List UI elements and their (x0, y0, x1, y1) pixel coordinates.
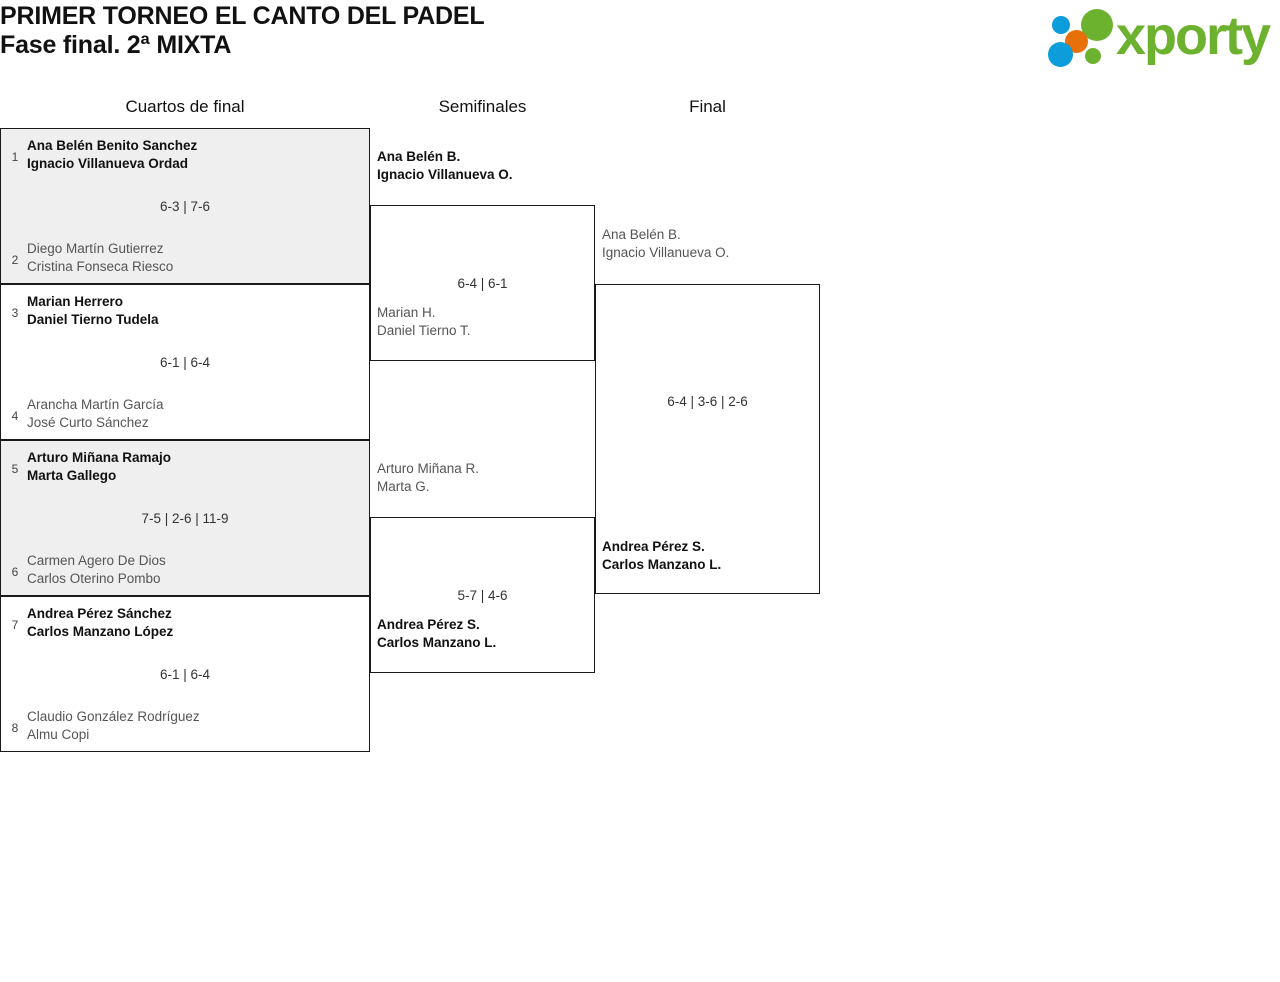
tournament-name: PRIMER TORNEO EL CANTO DEL PADEL (0, 2, 485, 30)
player-name-2: José Curto Sánchez (27, 415, 149, 430)
seed-number: 4 (11, 409, 19, 423)
match-box-quarterfinal-3[interactable]: 5 Arturo Miñana Ramajo Marta Gallego 7-5… (0, 440, 370, 596)
final-entrant-top[interactable]: Ana Belén B. Ignacio Villanueva O. (595, 226, 813, 262)
seed-number: 2 (11, 253, 19, 267)
logo-dot-blue-large (1048, 42, 1073, 67)
tournament-phase: Fase final. 2ª MIXTA (0, 31, 232, 59)
player-name-1: Diego Martín Gutierrez (27, 241, 164, 256)
seed-number: 7 (11, 618, 19, 632)
logo-dot-green-small (1085, 48, 1101, 64)
player-name-1: Andrea Pérez Sánchez (27, 606, 172, 621)
match-entrant-top[interactable]: 7 Andrea Pérez Sánchez Carlos Manzano Ló… (1, 605, 369, 645)
player-name-2: Daniel Tierno T. (377, 323, 471, 338)
player-name-1: Arancha Martín García (27, 397, 164, 412)
match-score: 5-7 | 4-6 (457, 588, 508, 603)
match-box-quarterfinal-4[interactable]: 7 Andrea Pérez Sánchez Carlos Manzano Ló… (0, 596, 370, 752)
player-name-2: Daniel Tierno Tudela (27, 312, 159, 327)
player-name-2: Ignacio Villanueva Ordad (27, 156, 189, 171)
player-name-1: Arturo Miñana Ramajo (27, 450, 172, 465)
player-name-1: Ana Belén Benito Sanchez (27, 138, 198, 153)
player-name-2: Almu Copi (27, 727, 90, 742)
player-name-2: Marta G. (377, 479, 430, 494)
player-name-1: Ana Belén B. (602, 227, 681, 242)
logo-dot-blue-top (1052, 16, 1070, 34)
match-entrant-top[interactable]: 3 Marian Herrero Daniel Tierno Tudela (1, 293, 369, 333)
player-name-2: Carlos Manzano L. (602, 557, 722, 572)
seed-number: 8 (11, 721, 19, 735)
player-name-2: Carlos Oterino Pombo (27, 571, 161, 586)
logo-wordmark: xporty (1116, 6, 1271, 66)
semifinal-2-entrant-top[interactable]: Arturo Miñana R. Marta G. (370, 460, 588, 496)
semifinal-1-entrant-bottom[interactable]: Marian H. Daniel Tierno T. (370, 304, 588, 340)
seed-number: 6 (11, 565, 19, 579)
round-header-final: Final (689, 97, 726, 116)
player-name-2: Carlos Manzano L. (377, 635, 497, 650)
match-box-semifinal-2[interactable]: 5-7 | 4-6 (370, 517, 595, 673)
seed-number: 3 (11, 306, 19, 320)
match-score: 6-4 | 6-1 (457, 276, 508, 291)
round-header-quarterfinals: Cuartos de final (125, 97, 245, 116)
player-name-1: Andrea Pérez S. (602, 539, 705, 554)
match-score: 6-3 | 7-6 (159, 199, 211, 214)
player-name-2: Ignacio Villanueva O. (377, 167, 513, 182)
match-score: 6-1 | 6-4 (159, 355, 211, 370)
player-name-1: Claudio González Rodríguez (27, 709, 200, 724)
match-score: 6-4 | 3-6 | 2-6 (667, 394, 748, 409)
round-header-semifinals: Semifinales (438, 97, 527, 116)
logo-dots-icon (1048, 8, 1120, 68)
tournament-title: PRIMER TORNEO EL CANTO DEL PADEL Fase fi… (0, 2, 800, 59)
player-name-2: Ignacio Villanueva O. (602, 245, 730, 260)
player-name-2: Carlos Manzano López (27, 624, 174, 639)
page-header: PRIMER TORNEO EL CANTO DEL PADEL Fase fi… (0, 0, 1280, 80)
xporty-logo[interactable]: xporty (1048, 4, 1276, 70)
match-score: 7-5 | 2-6 | 11-9 (141, 511, 229, 526)
player-name-1: Marian Herrero (27, 294, 124, 309)
match-box-quarterfinal-1[interactable]: 1 Ana Belén Benito Sanchez Ignacio Villa… (0, 128, 370, 284)
player-name-1: Ana Belén B. (377, 149, 461, 164)
player-name-1: Arturo Miñana R. (377, 461, 480, 476)
match-entrant-bottom[interactable]: 6 Carmen Agero De Dios Carlos Oterino Po… (1, 552, 369, 592)
seed-number: 5 (11, 462, 19, 476)
match-score: 6-1 | 6-4 (159, 667, 211, 682)
player-name-2: Cristina Fonseca Riesco (27, 259, 174, 274)
player-name-2: Marta Gallego (27, 468, 117, 483)
match-entrant-bottom[interactable]: 8 Claudio González Rodríguez Almu Copi (1, 708, 369, 748)
semifinal-1-entrant-top[interactable]: Ana Belén B. Ignacio Villanueva O. (370, 148, 588, 184)
match-box-quarterfinal-2[interactable]: 3 Marian Herrero Daniel Tierno Tudela 6-… (0, 284, 370, 440)
match-entrant-bottom[interactable]: 2 Diego Martín Gutierrez Cristina Fonsec… (1, 240, 369, 280)
seed-number: 1 (11, 150, 19, 164)
player-name-1: Marian H. (377, 305, 436, 320)
match-entrant-top[interactable]: 5 Arturo Miñana Ramajo Marta Gallego (1, 449, 369, 489)
match-box-final[interactable]: 6-4 | 3-6 | 2-6 (595, 284, 820, 594)
player-name-1: Carmen Agero De Dios (27, 553, 166, 568)
match-entrant-top[interactable]: 1 Ana Belén Benito Sanchez Ignacio Villa… (1, 137, 369, 177)
match-entrant-bottom[interactable]: 4 Arancha Martín García José Curto Sánch… (1, 396, 369, 436)
semifinal-2-entrant-bottom[interactable]: Andrea Pérez S. Carlos Manzano L. (370, 616, 588, 652)
match-box-semifinal-1[interactable]: 6-4 | 6-1 (370, 205, 595, 361)
final-entrant-bottom[interactable]: Andrea Pérez S. Carlos Manzano L. (595, 538, 813, 574)
player-name-1: Andrea Pérez S. (377, 617, 480, 632)
